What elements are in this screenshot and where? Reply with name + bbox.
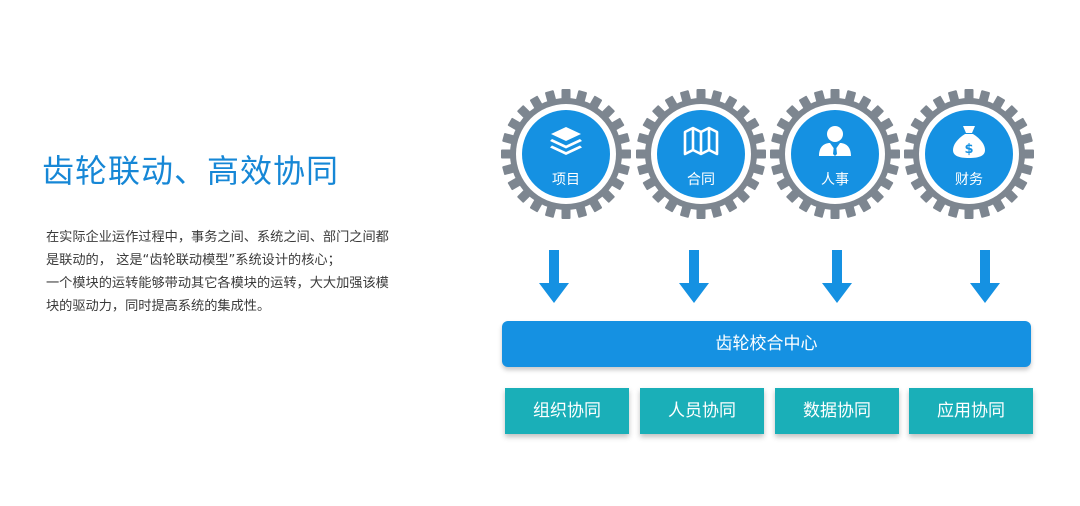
layers-icon [550,127,582,155]
down-arrow-icon [679,250,709,303]
gear-shape [501,89,631,219]
gear-center-bar: 齿轮校合中心 [502,321,1031,367]
gear-hr: 人事 [769,88,901,220]
module-org-sync: 组织协同 [505,388,629,434]
gear-label: 合同 [687,172,715,188]
person-icon [819,126,851,156]
gear-project: 项目 [500,88,632,220]
money-bag-icon: $ [953,126,985,158]
gear-label: 人事 [821,172,849,188]
headline: 齿轮联动、高效协同 [42,152,340,190]
gear-label: 财务 [955,172,983,188]
gear-finance: $ 财务 [903,88,1035,220]
description: 在实际企业运作过程中，事务之间、系统之间、部门之间都 是联动的， 这是“齿轮联动… [46,226,426,318]
gear-shape: $ [904,89,1034,219]
gear-shape [636,89,766,219]
down-arrow-icon [539,250,569,303]
gear-label: 项目 [552,172,580,188]
description-line-4: 块的驱动力，同时提高系统的集成性。 [46,299,271,314]
module-app-sync: 应用协同 [909,388,1033,434]
module-staff-sync: 人员协同 [640,388,764,434]
description-line-1: 在实际企业运作过程中，事务之间、系统之间、部门之间都 [46,230,389,245]
down-arrow-icon [970,250,1000,303]
gear-shape [770,89,900,219]
map-icon [683,126,719,156]
svg-text:$: $ [964,142,973,157]
description-line-2: 是联动的， 这是“齿轮联动模型”系统设计的核心； [46,253,341,268]
module-data-sync: 数据协同 [775,388,899,434]
down-arrow-icon [822,250,852,303]
description-line-3: 一个模块的运转能够带动其它各模块的运转，大大加强该模 [46,276,389,291]
gear-contract: 合同 [635,88,767,220]
